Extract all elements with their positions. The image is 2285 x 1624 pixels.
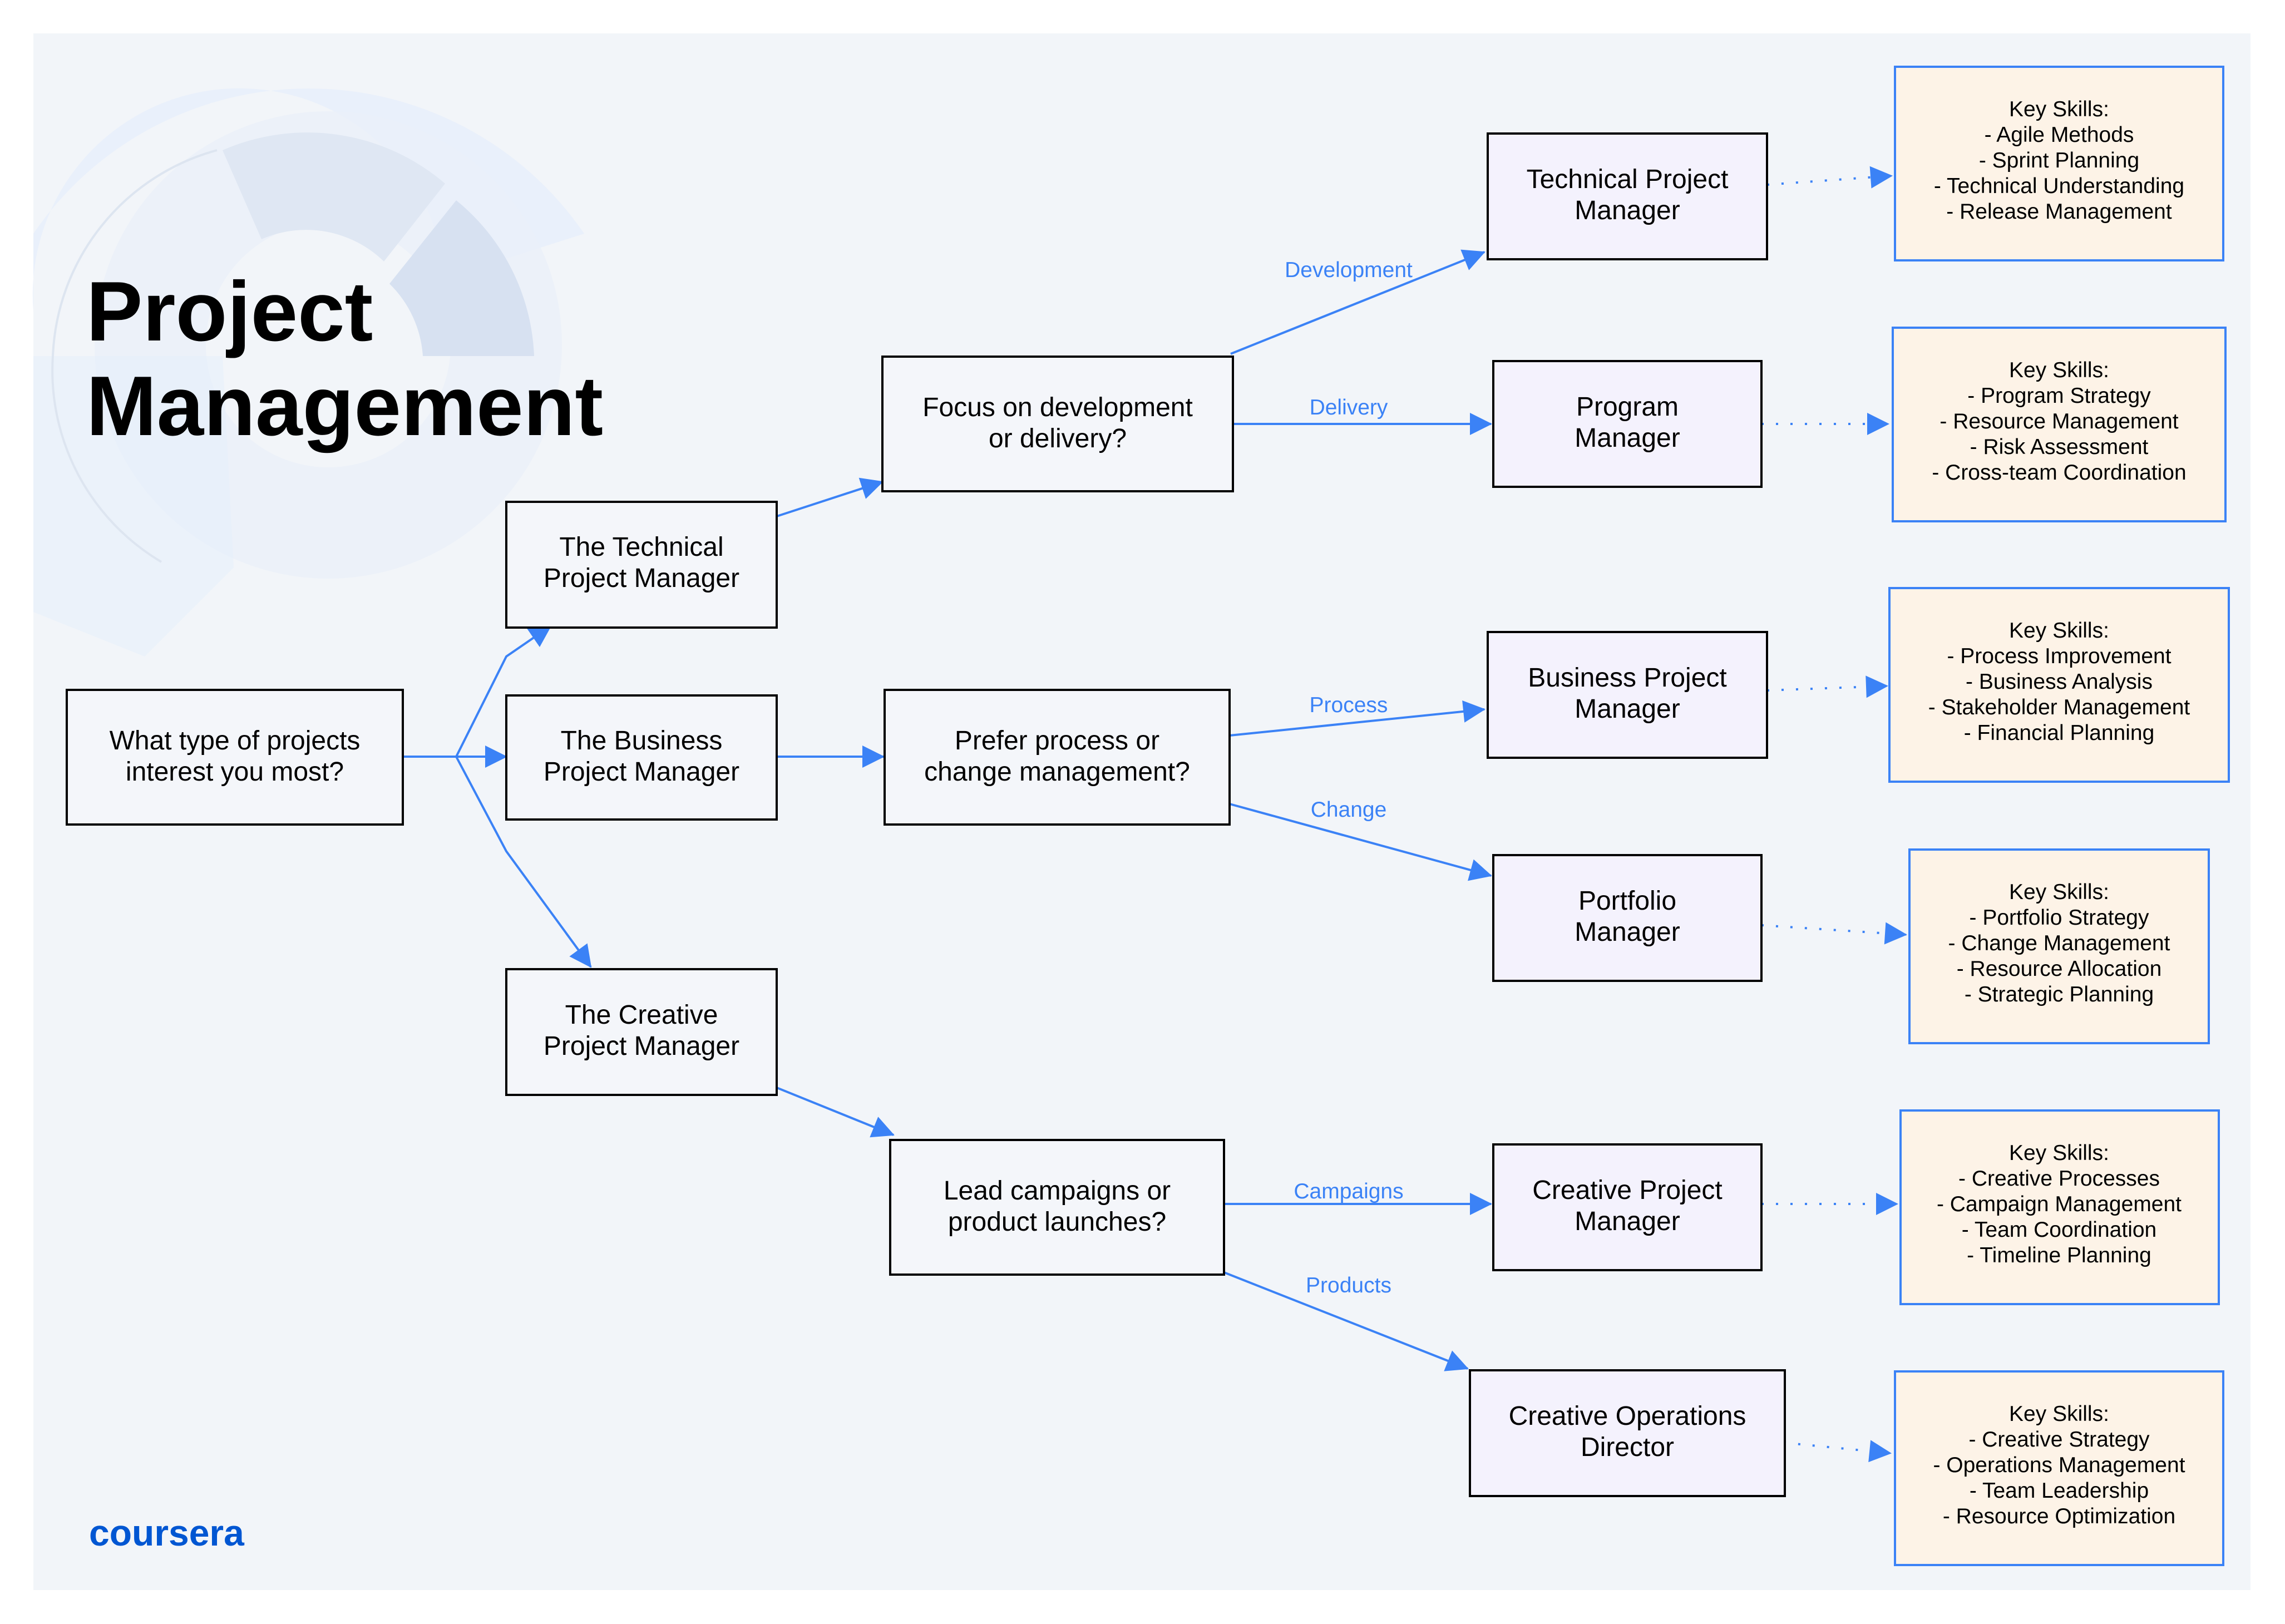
edge-label-change: Change — [1311, 798, 1387, 822]
svg-text:Key Skills:: Key Skills: — [2009, 97, 2109, 121]
svg-text:- Resource Optimization: - Resource Optimization — [1943, 1504, 2175, 1528]
skills-box-creative-operations-director: Key Skills: - Creative Strategy - Operat… — [1894, 1370, 2224, 1566]
page-title-line2: Management — [86, 359, 603, 453]
svg-text:Director: Director — [1581, 1433, 1674, 1462]
skills-box-creative-project-manager: Key Skills: - Creative Processes - Campa… — [1899, 1109, 2220, 1305]
svg-text:Key Skills:: Key Skills: — [2009, 880, 2109, 904]
svg-text:Creative Project: Creative Project — [1532, 1176, 1722, 1205]
node-business-pm: The Business Project Manager — [505, 694, 778, 821]
svg-text:Technical Project: Technical Project — [1527, 165, 1729, 194]
svg-text:- Resource Allocation: - Resource Allocation — [1957, 957, 2162, 981]
skills-box-business-project-manager: Key Skills: - Process Improvement - Busi… — [1888, 587, 2230, 783]
edge-technical-to-question — [776, 477, 884, 517]
svg-text:change management?: change management? — [924, 757, 1190, 787]
svg-text:- Creative Strategy: - Creative Strategy — [1968, 1428, 2150, 1452]
svg-text:Key Skills:: Key Skills: — [2009, 1141, 2109, 1165]
edge-start-to-technical — [403, 625, 552, 758]
node-role-portfolio-manager: Portfolio Manager — [1492, 854, 1763, 982]
svg-text:Program: Program — [1576, 392, 1679, 422]
svg-text:Key Skills:: Key Skills: — [2009, 1402, 2109, 1426]
edges — [403, 249, 1492, 1371]
svg-text:- Operations Management: - Operations Management — [1933, 1453, 2185, 1477]
svg-text:Project Manager: Project Manager — [544, 757, 739, 787]
svg-text:or delivery?: or delivery? — [989, 424, 1127, 453]
svg-text:- Risk Assessment: - Risk Assessment — [1970, 435, 2149, 459]
svg-text:- Technical Understanding: - Technical Understanding — [1934, 174, 2184, 198]
node-role-creative-project-manager: Creative Project Manager — [1492, 1143, 1763, 1271]
watermark-decoration — [32, 88, 584, 656]
svg-text:Key Skills:: Key Skills: — [2009, 358, 2109, 382]
node-question-campaigns: Lead campaigns or product launches? — [889, 1139, 1225, 1276]
skills-box-program-manager: Key Skills: - Program Strategy - Resourc… — [1892, 327, 2227, 522]
skills-box-portfolio-manager: Key Skills: - Portfolio Strategy - Chang… — [1908, 848, 2210, 1044]
svg-text:- Strategic Planning: - Strategic Planning — [1965, 983, 2154, 1006]
svg-text:- Timeline Planning: - Timeline Planning — [1967, 1243, 2151, 1267]
coursera-logo: coursera — [89, 1512, 245, 1553]
node-role-business-project-manager: Business Project Manager — [1487, 631, 1768, 759]
svg-text:- Cross-team Coordination: - Cross-team Coordination — [1932, 461, 2186, 485]
svg-text:- Campaign Management: - Campaign Management — [1937, 1192, 2182, 1216]
edge-change — [1229, 803, 1492, 881]
svg-text:- Stakeholder Management: - Stakeholder Management — [1928, 695, 2190, 719]
svg-text:- Sprint Planning: - Sprint Planning — [1979, 149, 2139, 172]
svg-text:Creative Operations: Creative Operations — [1509, 1401, 1746, 1431]
svg-text:Portfolio: Portfolio — [1578, 886, 1676, 916]
svg-text:Manager: Manager — [1575, 196, 1680, 225]
page-title-line1: Project — [86, 264, 373, 359]
svg-text:- Program Strategy: - Program Strategy — [1967, 384, 2151, 408]
svg-text:interest you most?: interest you most? — [126, 757, 344, 787]
svg-text:- Change Management: - Change Management — [1948, 931, 2170, 955]
svg-text:Manager: Manager — [1575, 1207, 1680, 1236]
node-start-question: What type of projects interest you most? — [66, 689, 404, 826]
edge-label-campaigns: Campaigns — [1294, 1179, 1403, 1203]
edge-products — [1223, 1271, 1469, 1371]
edge-label-development: Development — [1285, 258, 1413, 282]
svg-text:- Agile Methods: - Agile Methods — [1985, 123, 2134, 147]
svg-text:product launches?: product launches? — [948, 1207, 1166, 1237]
svg-text:- Process Improvement: - Process Improvement — [1947, 644, 2171, 668]
skill-edges — [1761, 166, 1907, 1463]
node-role-technical-project-manager: Technical Project Manager — [1487, 132, 1768, 260]
node-question-process: Prefer process or change management? — [884, 689, 1231, 826]
node-creative-pm: The Creative Project Manager — [505, 968, 778, 1096]
node-role-creative-operations-director: Creative Operations Director — [1469, 1369, 1786, 1497]
svg-text:Prefer process or: Prefer process or — [955, 726, 1159, 756]
svg-text:Project Manager: Project Manager — [544, 564, 739, 593]
svg-text:The Creative: The Creative — [565, 1000, 718, 1030]
edge-creative-to-question — [776, 1087, 895, 1138]
svg-text:Business Project: Business Project — [1528, 663, 1727, 693]
svg-text:Project Manager: Project Manager — [544, 1031, 739, 1061]
node-role-program-manager: Program Manager — [1492, 360, 1763, 488]
svg-text:The Business: The Business — [561, 726, 723, 756]
svg-text:Manager: Manager — [1575, 423, 1680, 453]
node-question-development: Focus on development or delivery? — [881, 356, 1234, 492]
skills-box-technical-project-manager: Key Skills: - Agile Methods - Sprint Pla… — [1894, 66, 2224, 261]
svg-text:Focus on development: Focus on development — [922, 393, 1193, 422]
svg-text:- Creative Processes: - Creative Processes — [1958, 1167, 2160, 1191]
edge-development — [1230, 249, 1486, 355]
svg-text:The Technical: The Technical — [559, 532, 723, 562]
svg-text:- Release Management: - Release Management — [1946, 200, 2172, 224]
edge-portfolio-skills — [1761, 922, 1907, 945]
svg-text:Manager: Manager — [1575, 694, 1680, 724]
edge-label-products: Products — [1306, 1273, 1391, 1297]
node-technical-pm: The Technical Project Manager — [505, 501, 778, 629]
edge-label-delivery: Delivery — [1310, 396, 1388, 419]
svg-text:- Financial Planning: - Financial Planning — [1964, 721, 2155, 745]
svg-text:- Team Coordination: - Team Coordination — [1962, 1218, 2156, 1242]
svg-text:- Resource Management: - Resource Management — [1939, 409, 2178, 433]
svg-text:Manager: Manager — [1575, 917, 1680, 947]
svg-text:- Business Analysis: - Business Analysis — [1966, 670, 2153, 694]
svg-text:- Team Leadership: - Team Leadership — [1970, 1479, 2149, 1503]
edge-start-to-creative — [455, 756, 592, 968]
edge-process — [1229, 700, 1486, 737]
svg-text:Lead campaigns or: Lead campaigns or — [944, 1176, 1171, 1206]
svg-text:What type of projects: What type of projects — [110, 726, 361, 756]
svg-text:Key Skills:: Key Skills: — [2009, 619, 2109, 643]
edge-label-process: Process — [1310, 693, 1388, 717]
svg-text:- Portfolio Strategy: - Portfolio Strategy — [1970, 906, 2149, 930]
